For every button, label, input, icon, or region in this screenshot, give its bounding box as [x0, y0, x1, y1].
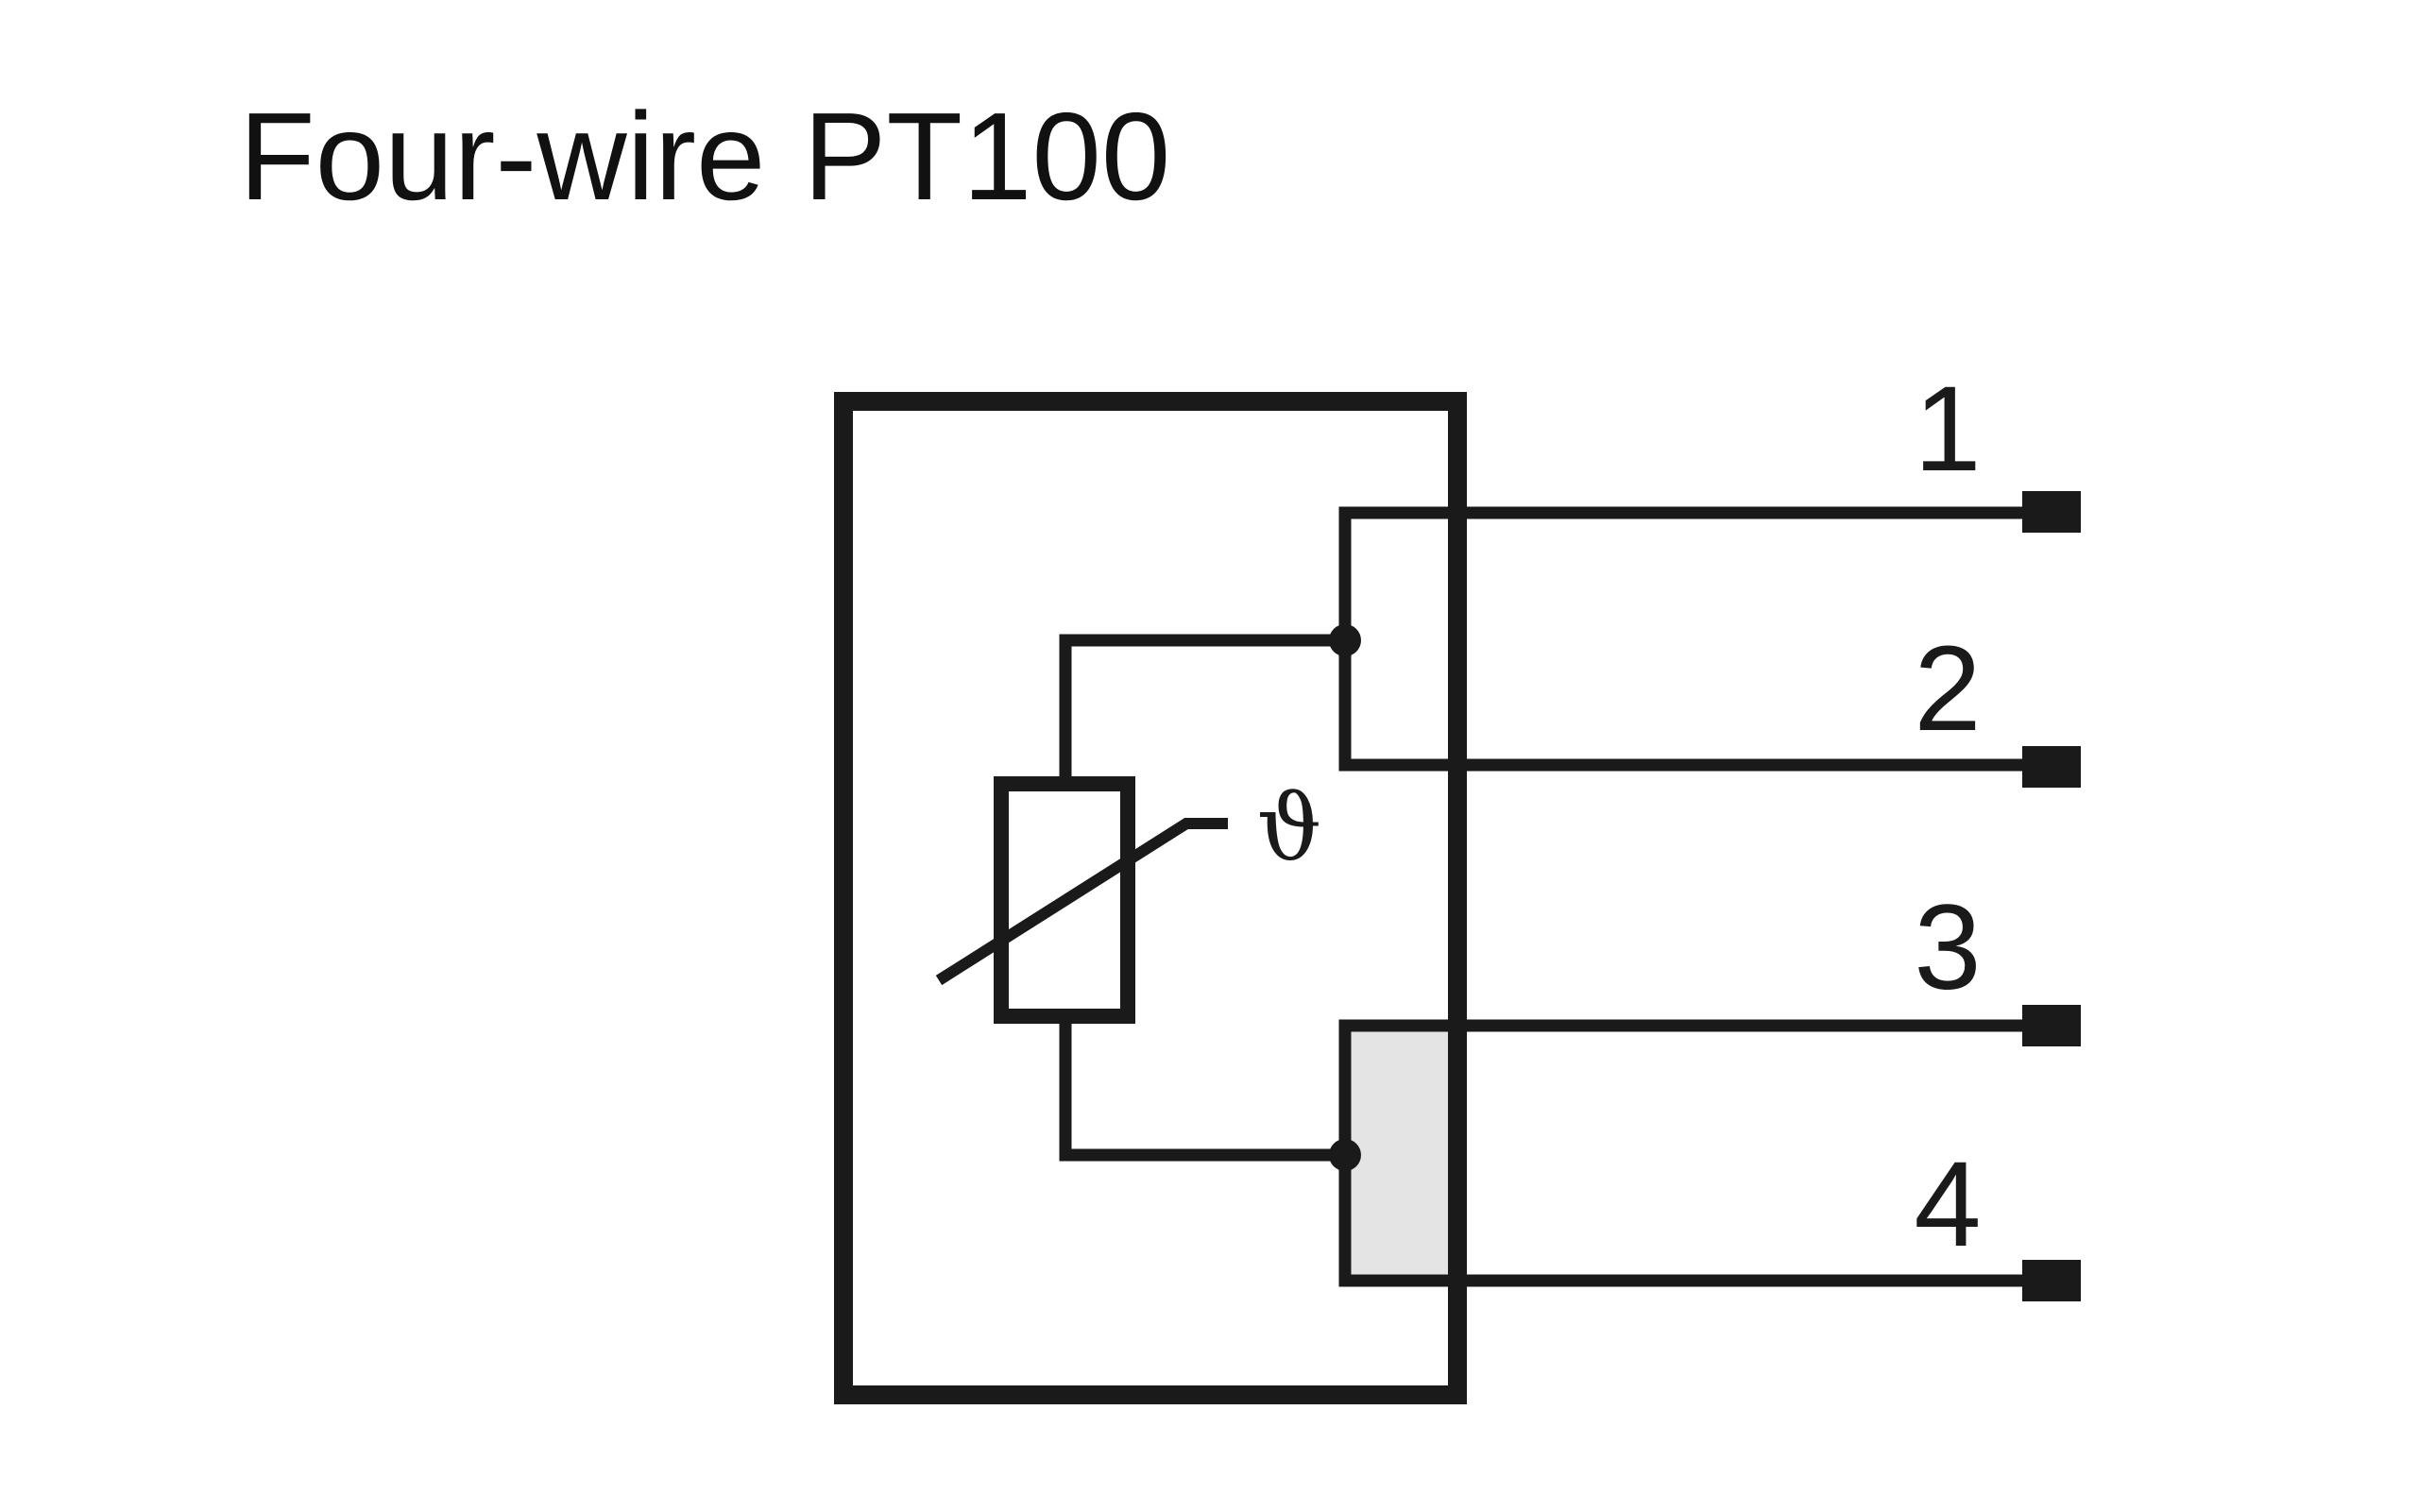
sensor-housing	[834, 392, 1467, 1404]
wire-3	[1338, 1019, 2031, 1155]
pin-label-2: 2	[1914, 621, 1981, 756]
temperature-slash	[935, 818, 1228, 986]
pin-label-4: 4	[1914, 1137, 1981, 1272]
terminal-1	[2022, 491, 2081, 533]
resistor-top-lead	[1059, 634, 1345, 784]
pin-label-3: 3	[1914, 880, 1981, 1015]
title-four-wire: Four-wire	[239, 87, 766, 226]
wire-4	[1338, 1155, 2031, 1287]
terminal-2	[2022, 746, 2081, 788]
terminal-4	[2022, 1260, 2081, 1301]
wire-2	[1338, 640, 2031, 772]
junction-dot-bottom	[1329, 1139, 1361, 1171]
junction-dot-top	[1329, 624, 1361, 656]
title-pt100: PT100	[803, 87, 1171, 226]
wire-1	[1338, 506, 2031, 640]
terminal-3	[2022, 1005, 2081, 1046]
shaded-junction-area	[1345, 1026, 1455, 1281]
pin-label-1: 1	[1914, 362, 1981, 497]
theta-symbol: ϑ	[1257, 775, 1322, 881]
resistor-bottom-lead	[1059, 1016, 1345, 1162]
